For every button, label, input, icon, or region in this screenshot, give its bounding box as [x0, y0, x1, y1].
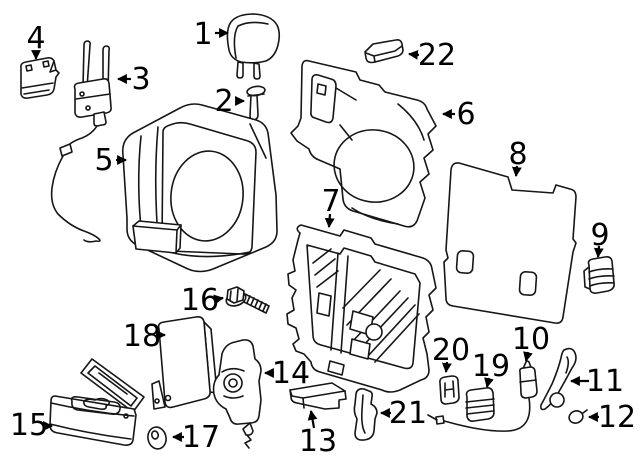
callout-18-label[interactable]: 18	[123, 319, 161, 354]
part-6-seatback-pad-drawing	[290, 59, 437, 228]
callout-7-arrow	[324, 213, 335, 228]
part-2-guide-pin-drawing	[246, 85, 266, 121]
part-3-latch-cable-drawing	[50, 40, 112, 243]
callout-12-label[interactable]: 12	[598, 400, 636, 435]
callout-13-label[interactable]: 13	[299, 424, 337, 459]
callout-13[interactable]: 13	[299, 410, 337, 459]
callout-20-arrow	[441, 361, 452, 373]
callout-17[interactable]: 17	[172, 420, 220, 455]
callout-11[interactable]: 11	[570, 364, 624, 399]
callout-1-label[interactable]: 1	[193, 17, 212, 52]
callout-16-label[interactable]: 16	[181, 283, 219, 318]
callout-9-label[interactable]: 9	[590, 218, 609, 253]
part-15-armrest-drawing	[49, 358, 145, 446]
callout-12[interactable]: 12	[588, 400, 636, 435]
callout-7-label[interactable]: 7	[321, 184, 340, 219]
callout-2[interactable]: 2	[214, 84, 245, 119]
part-16-hex-bolt-drawing	[225, 286, 270, 314]
callout-3[interactable]: 3	[117, 62, 151, 97]
part-11-release-lever-drawing	[540, 347, 577, 411]
part-4-module-bracket-drawing	[20, 57, 60, 99]
part-12-ring-grommet-drawing	[568, 409, 588, 424]
callout-5[interactable]: 5	[94, 143, 127, 178]
callout-8[interactable]: 8	[508, 137, 528, 177]
callout-2-label[interactable]: 2	[214, 84, 233, 119]
part-10-striker-cable-drawing	[427, 360, 538, 432]
callout-22[interactable]: 22	[408, 38, 456, 73]
part-5-seatback-cover-drawing	[121, 103, 278, 273]
callout-8-arrow	[511, 165, 522, 177]
callout-11-label[interactable]: 11	[586, 364, 624, 399]
callout-4[interactable]: 4	[26, 21, 46, 60]
callout-18[interactable]: 18	[123, 319, 166, 354]
part-7-seatback-frame-drawing	[286, 224, 437, 393]
callout-1[interactable]: 1	[193, 17, 229, 52]
callout-21-label[interactable]: 21	[389, 396, 427, 431]
callout-15[interactable]: 15	[10, 408, 53, 443]
part-19-bumper-clip-drawing	[465, 387, 495, 422]
part-18-side-trim-drawing	[151, 316, 218, 410]
callout-9[interactable]: 9	[590, 218, 610, 258]
callout-5-label[interactable]: 5	[94, 143, 113, 178]
part-14-hinge-bracket-drawing	[212, 339, 262, 449]
callouts-layer: 1 2 3 4 5 6 7 8	[10, 17, 636, 459]
part-13-support-bar-drawing	[289, 382, 347, 410]
callout-10[interactable]: 10	[512, 322, 550, 362]
part-1-headrest-drawing	[226, 13, 281, 80]
callout-10-arrow	[523, 351, 533, 362]
callout-10-label[interactable]: 10	[512, 322, 550, 357]
callout-4-label[interactable]: 4	[26, 21, 45, 56]
callout-20-label[interactable]: 20	[432, 333, 470, 368]
callout-17-label[interactable]: 17	[182, 420, 220, 455]
callout-19-label[interactable]: 19	[472, 349, 510, 384]
callout-20[interactable]: 20	[432, 333, 470, 373]
callout-22-label[interactable]: 22	[418, 38, 456, 73]
callout-16-arrow	[213, 294, 224, 305]
part-21-hook-bracket-drawing	[353, 388, 378, 441]
callout-6[interactable]: 6	[442, 97, 476, 132]
callout-13-arrow	[307, 410, 318, 429]
callout-8-label[interactable]: 8	[508, 137, 527, 172]
callout-15-label[interactable]: 15	[10, 408, 48, 443]
callout-14[interactable]: 14	[264, 356, 310, 391]
callout-7[interactable]: 7	[321, 184, 341, 228]
callout-16[interactable]: 16	[181, 283, 224, 318]
part-17-grommet-drawing	[147, 426, 167, 450]
callout-19[interactable]: 19	[472, 349, 510, 388]
callout-19-arrow	[484, 377, 494, 388]
part-9-clip-drawing	[583, 256, 615, 294]
callout-21[interactable]: 21	[380, 396, 427, 431]
callout-9-arrow	[593, 245, 604, 258]
part-22-cover-cap-drawing	[364, 39, 404, 64]
callout-22-arrow	[408, 49, 420, 60]
callout-3-label[interactable]: 3	[131, 62, 150, 97]
part-8-back-panel-drawing	[443, 162, 577, 324]
callout-14-label[interactable]: 14	[272, 356, 310, 391]
part-20-retainer-clip-drawing	[439, 375, 460, 405]
callout-6-label[interactable]: 6	[456, 97, 475, 132]
